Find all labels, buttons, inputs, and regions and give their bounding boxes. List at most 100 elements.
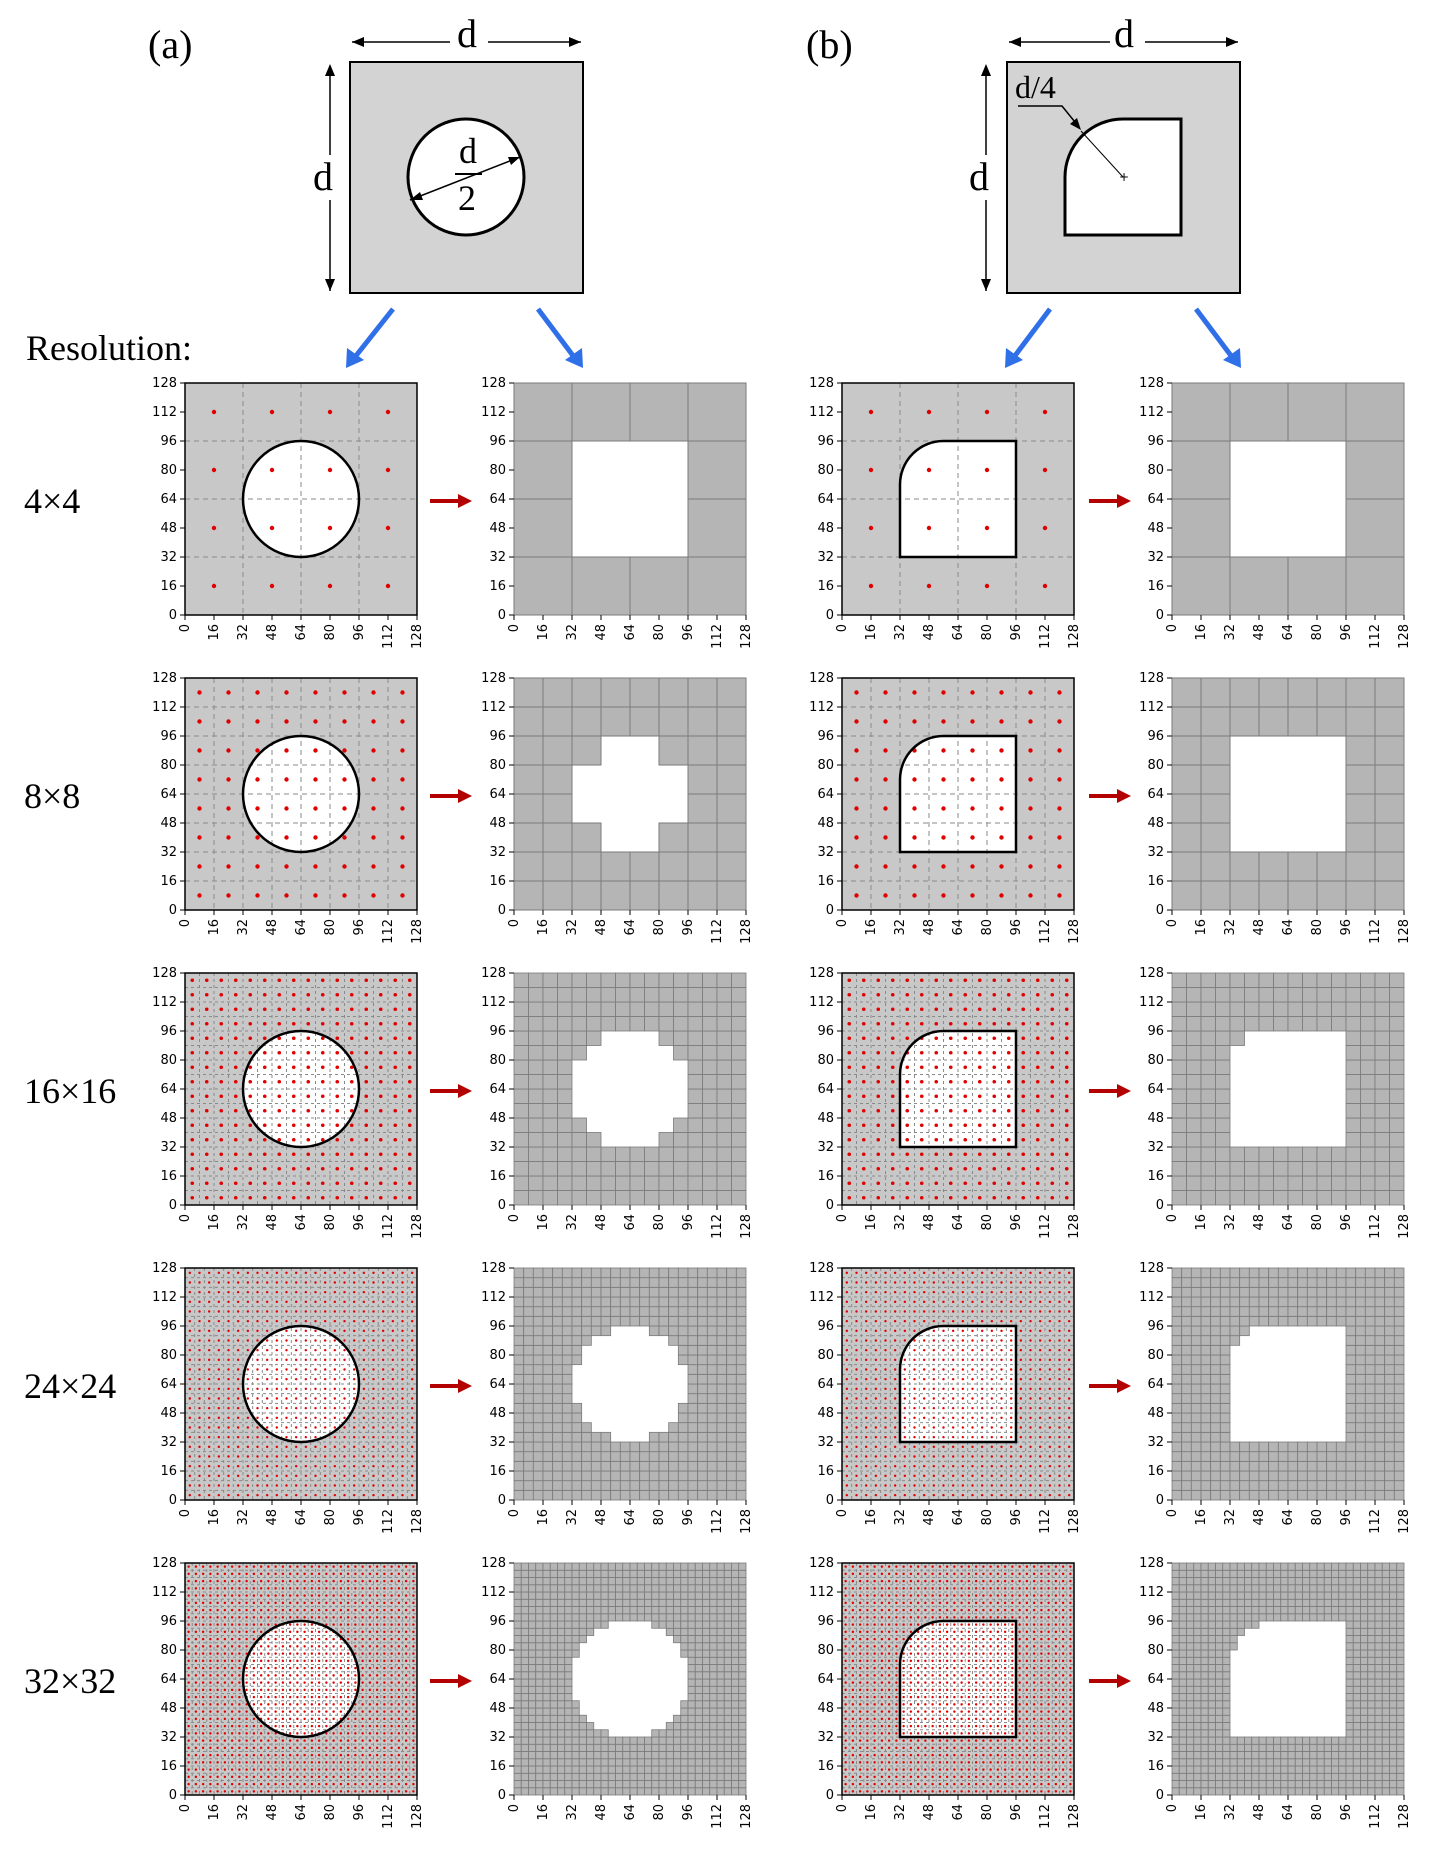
sample-point [407, 1181, 412, 1186]
sample-point [245, 1688, 248, 1692]
sample-point [207, 1484, 211, 1487]
solid-pixel [581, 1480, 592, 1491]
sample-point [245, 1572, 248, 1576]
sample-point [1038, 1484, 1042, 1487]
sample-point [201, 1630, 205, 1634]
y-tick-label: 96 [489, 1024, 506, 1039]
sample-point [961, 1290, 965, 1294]
solid-pixel [1200, 1470, 1212, 1482]
sample-point [922, 1445, 926, 1449]
sample-point [961, 1339, 965, 1342]
sample-point [236, 1435, 240, 1439]
sample-point [913, 1435, 916, 1439]
solid-pixel [571, 1412, 583, 1424]
sample-point [893, 1348, 897, 1352]
sample-point [303, 1659, 306, 1663]
solid-pixel [677, 1315, 689, 1327]
solid-pixel [561, 1325, 573, 1337]
sample-point [246, 1368, 250, 1371]
sample-point [230, 1717, 234, 1721]
sample-point [317, 1659, 321, 1663]
solid-pixel [1393, 1451, 1405, 1462]
sample-point [368, 1594, 372, 1597]
x-tick-label: 16 [864, 1509, 879, 1526]
sample-point [277, 978, 282, 983]
sample-point [400, 864, 405, 869]
sample-point [919, 1108, 924, 1113]
sample-point [294, 1377, 298, 1381]
solid-pixel [1287, 1306, 1299, 1317]
sample-point [223, 1572, 227, 1576]
solid-pixel [1210, 1315, 1221, 1327]
solid-pixel [1384, 1325, 1395, 1337]
sample-point [275, 1445, 279, 1449]
sample-point [349, 1123, 354, 1128]
sample-point [847, 1152, 852, 1157]
sample-point [333, 1281, 337, 1284]
sample-point [372, 1387, 375, 1391]
sample-point [339, 1724, 343, 1728]
sample-point [864, 1368, 868, 1371]
solid-pixel [561, 1277, 573, 1288]
sample-point [332, 1688, 335, 1692]
sample-point [855, 1397, 858, 1400]
sample-point [361, 1601, 364, 1605]
x-tick-label: 80 [323, 1509, 338, 1526]
solid-pixel [557, 1045, 573, 1061]
blue-arrow-icon [1005, 307, 1052, 368]
solid-pixel [523, 1470, 534, 1482]
sample-point [190, 992, 195, 997]
solid-pixel [1287, 851, 1318, 882]
sample-point [313, 719, 318, 724]
solid-pixel [1335, 1296, 1347, 1308]
sample-point [219, 1079, 224, 1084]
sample-point [252, 1637, 256, 1641]
solid-pixel [1364, 1422, 1376, 1433]
sample-point [201, 1616, 205, 1619]
y-tick-label: 112 [809, 995, 834, 1010]
solid-pixel [1389, 972, 1405, 988]
sample-point [961, 1387, 965, 1391]
solid-pixel [716, 1296, 728, 1308]
y-tick-label: 112 [152, 700, 177, 715]
solid-pixel [513, 1296, 525, 1308]
y-tick-label: 48 [817, 521, 834, 536]
sample-point [313, 864, 318, 869]
sample-point [201, 1688, 205, 1692]
sample-point [381, 1329, 385, 1333]
sample-point [922, 1416, 926, 1420]
sample-point [335, 1050, 340, 1055]
solid-pixel [668, 1451, 679, 1462]
sample-point [361, 1666, 364, 1670]
solid-pixel [513, 1267, 525, 1279]
y-tick-label: 96 [489, 1319, 506, 1334]
solid-pixel [600, 851, 631, 882]
solid-pixel [1297, 1451, 1308, 1462]
x-tick-label: 128 [1067, 1509, 1082, 1534]
solid-pixel [648, 1325, 660, 1337]
sample-point [352, 1464, 356, 1468]
sample-point [248, 1050, 253, 1055]
sample-point [317, 1616, 321, 1619]
sample-point [410, 1329, 414, 1333]
solid-pixel [697, 1286, 708, 1298]
solid-pixel [706, 1296, 718, 1308]
sample-point [1038, 1474, 1042, 1478]
sample-point [296, 1608, 299, 1612]
sample-point [913, 1387, 916, 1391]
solid-pixel [716, 1325, 728, 1337]
sample-point [1000, 1319, 1003, 1323]
sample-point [291, 1195, 296, 1200]
solid-pixel [1306, 1480, 1318, 1491]
solid-pixel [528, 1074, 544, 1090]
solid-pixel [697, 1344, 708, 1356]
x-tick-label: 48 [594, 1214, 609, 1231]
sample-point [854, 719, 859, 724]
sample-point [864, 1455, 868, 1458]
sample-point [874, 1368, 878, 1371]
sample-point [1028, 748, 1033, 753]
y-tick-label: 64 [160, 492, 177, 507]
solid-pixel [697, 1296, 708, 1308]
sample-point [1009, 1435, 1013, 1439]
sample-point [339, 1652, 343, 1655]
